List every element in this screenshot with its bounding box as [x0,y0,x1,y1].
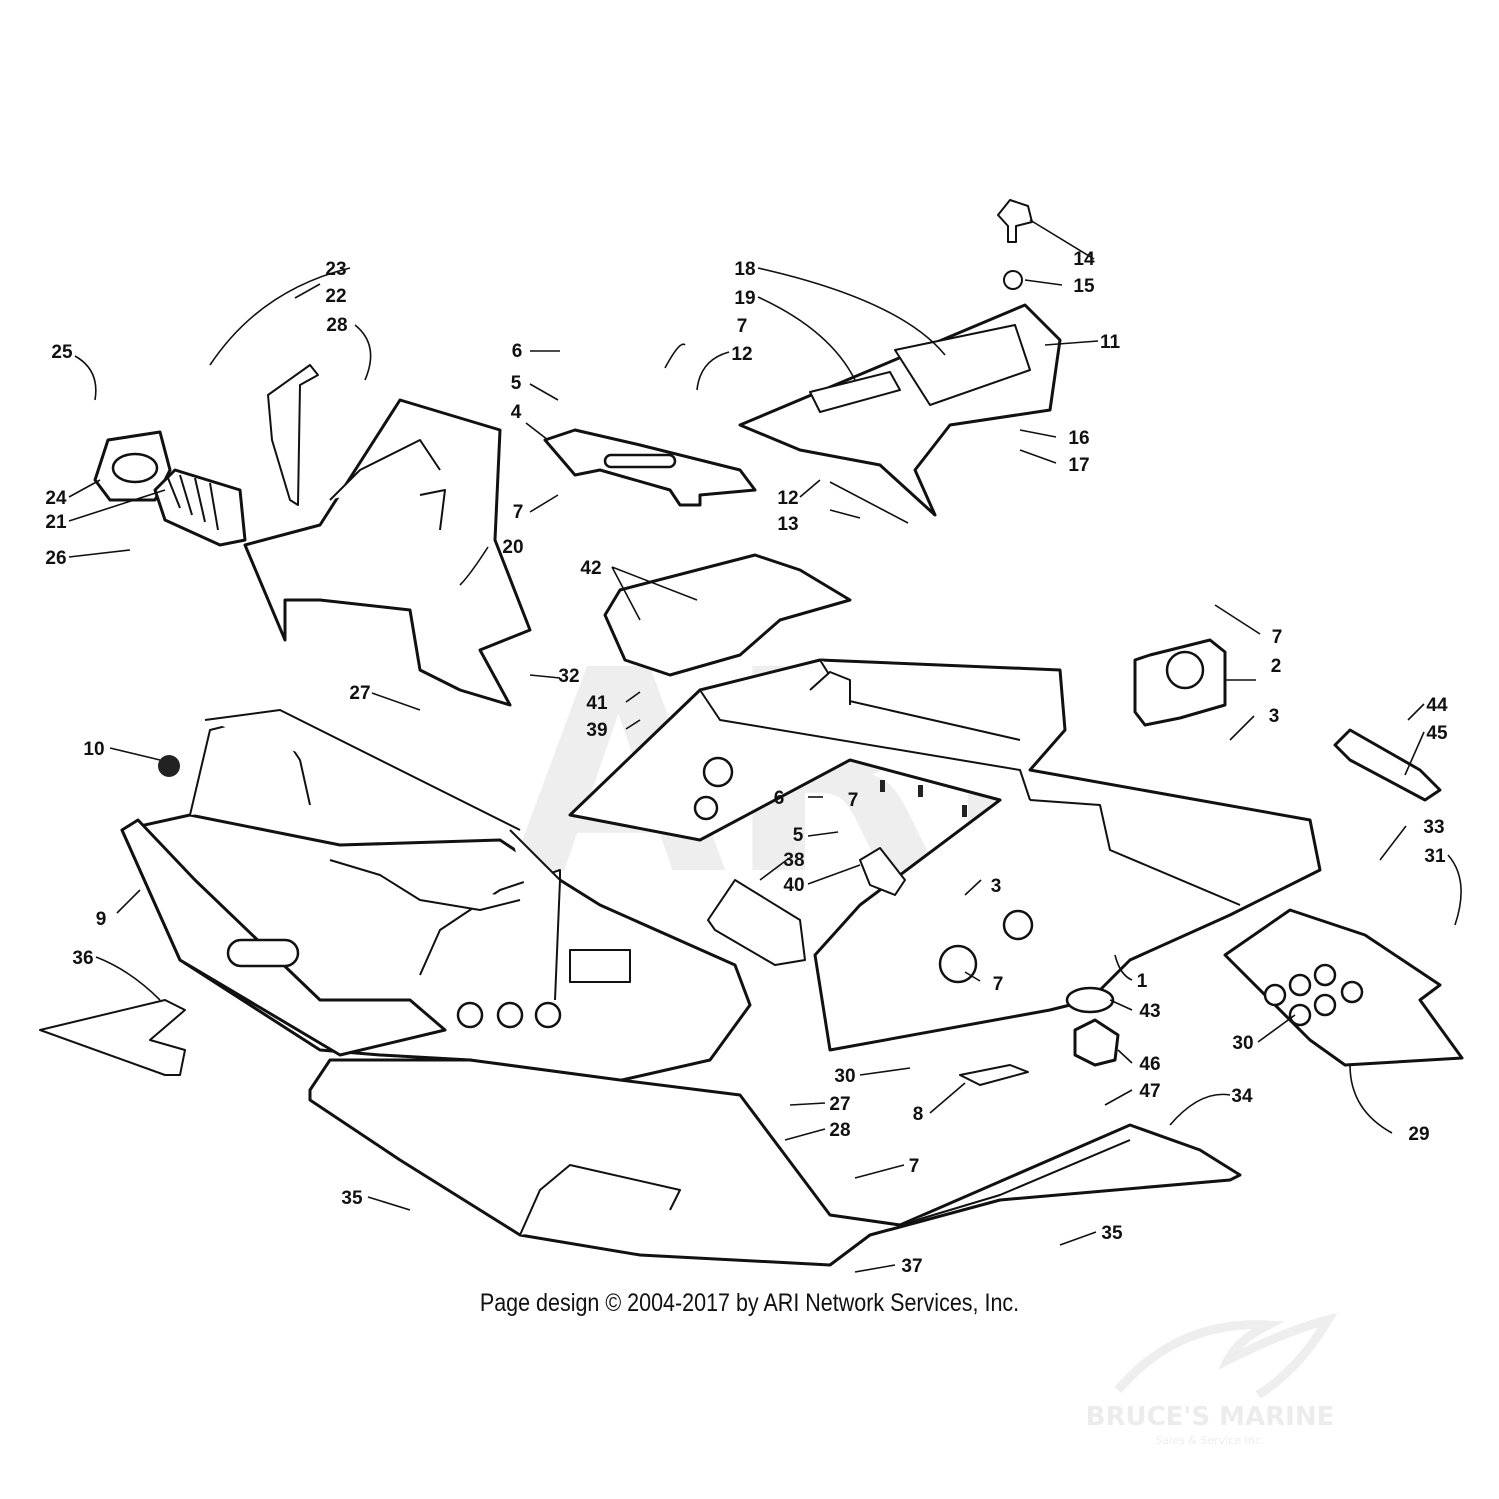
callout-3: 3 [1269,706,1280,727]
callout-47: 47 [1139,1081,1160,1102]
callout-28: 28 [326,315,347,336]
callout-10: 10 [83,739,104,760]
callout-6: 6 [774,788,785,809]
callout-6: 6 [512,341,523,362]
solenoid-45 [1333,728,1442,802]
belly-pan [308,1058,1242,1267]
callout-7: 7 [848,790,859,811]
callout-21: 21 [45,512,67,533]
callout-27: 27 [349,683,370,704]
skid-plate-29 [1223,908,1464,1067]
callout-3: 3 [991,876,1002,897]
callout-4: 4 [511,402,522,423]
callout-7: 7 [993,974,1004,995]
leader-lines [68,219,1462,1273]
callout-18: 18 [734,259,755,280]
callout-35: 35 [1101,1223,1123,1244]
callout-22: 22 [325,286,346,307]
callout-17: 17 [1068,455,1089,476]
bracket-4 [543,428,757,507]
callout-15: 15 [1073,276,1095,297]
callout-1: 1 [1137,971,1148,992]
callout-30: 30 [834,1066,855,1087]
callout-8: 8 [913,1104,924,1125]
callout-30: 30 [1232,1033,1253,1054]
callout-35: 35 [341,1188,363,1209]
callout-46: 46 [1139,1054,1160,1075]
callout-16: 16 [1068,428,1089,449]
nut-15 [1003,270,1023,290]
copyright-text: Page design © 2004-2017 by ARI Network S… [479,1289,1020,1317]
callout-42: 42 [580,558,601,579]
callout-24: 24 [45,488,67,509]
callout-34: 34 [1231,1086,1253,1107]
callout-36: 36 [72,948,93,969]
callout-45: 45 [1426,723,1448,744]
callout-19: 19 [734,288,755,309]
callout-39: 39 [586,720,607,741]
dealer-logo-boat-icon [1114,1312,1338,1399]
cover-20 [243,398,532,707]
bracket-40 [859,847,906,896]
callouts: 1 2 3 3 4 5 5 6 6 7 7 7 7 7 7 8 9 10 11 … [45,249,1448,1277]
callout-37: 37 [901,1256,922,1277]
bumper-46 [1073,1018,1120,1067]
callout-43: 43 [1139,1001,1160,1022]
dealer-name: BRUCE'S MARINE [1085,1402,1335,1432]
dealer-tagline: Sales & Service Inc. [1155,1434,1265,1447]
callout-44: 44 [1426,695,1448,716]
knob-14 [997,199,1033,243]
cap-10 [158,755,180,777]
callout-2: 2 [1271,656,1282,677]
callout-29: 29 [1408,1124,1429,1145]
callout-23: 23 [325,259,346,280]
plate-36 [39,999,186,1076]
callout-13: 13 [777,514,798,535]
callout-41: 41 [586,693,608,714]
callout-12: 12 [777,488,798,509]
callout-12: 12 [731,344,752,365]
callout-11: 11 [1100,332,1121,353]
callout-31: 31 [1424,846,1446,867]
front-frame [120,709,752,1087]
callout-14: 14 [1073,249,1095,270]
callout-20: 20 [502,537,523,558]
console-11 [738,303,1062,517]
chassis-tunnel [568,658,1322,1052]
air-box-42 [603,553,852,677]
callout-25: 25 [51,342,73,363]
callout-9: 9 [96,909,107,930]
callout-33: 33 [1423,817,1444,838]
guard-22 [267,364,319,506]
bolt-13 [829,481,909,524]
callout-7: 7 [1272,627,1283,648]
air-intake-24 [93,430,247,547]
callout-7: 7 [909,1156,920,1177]
callout-27: 27 [829,1094,850,1115]
callout-5: 5 [793,825,804,846]
callout-40: 40 [783,875,804,896]
callout-7: 7 [513,502,524,523]
callout-5: 5 [511,373,522,394]
callout-38: 38 [783,850,804,871]
plate-2 [1133,638,1227,727]
callout-32: 32 [558,666,579,687]
callout-26: 26 [45,548,66,569]
plate-38 [707,879,806,966]
grommet-43 [1065,986,1115,1014]
callout-28: 28 [829,1120,850,1141]
callout-7: 7 [737,316,748,337]
bar-8 [959,1064,1029,1086]
